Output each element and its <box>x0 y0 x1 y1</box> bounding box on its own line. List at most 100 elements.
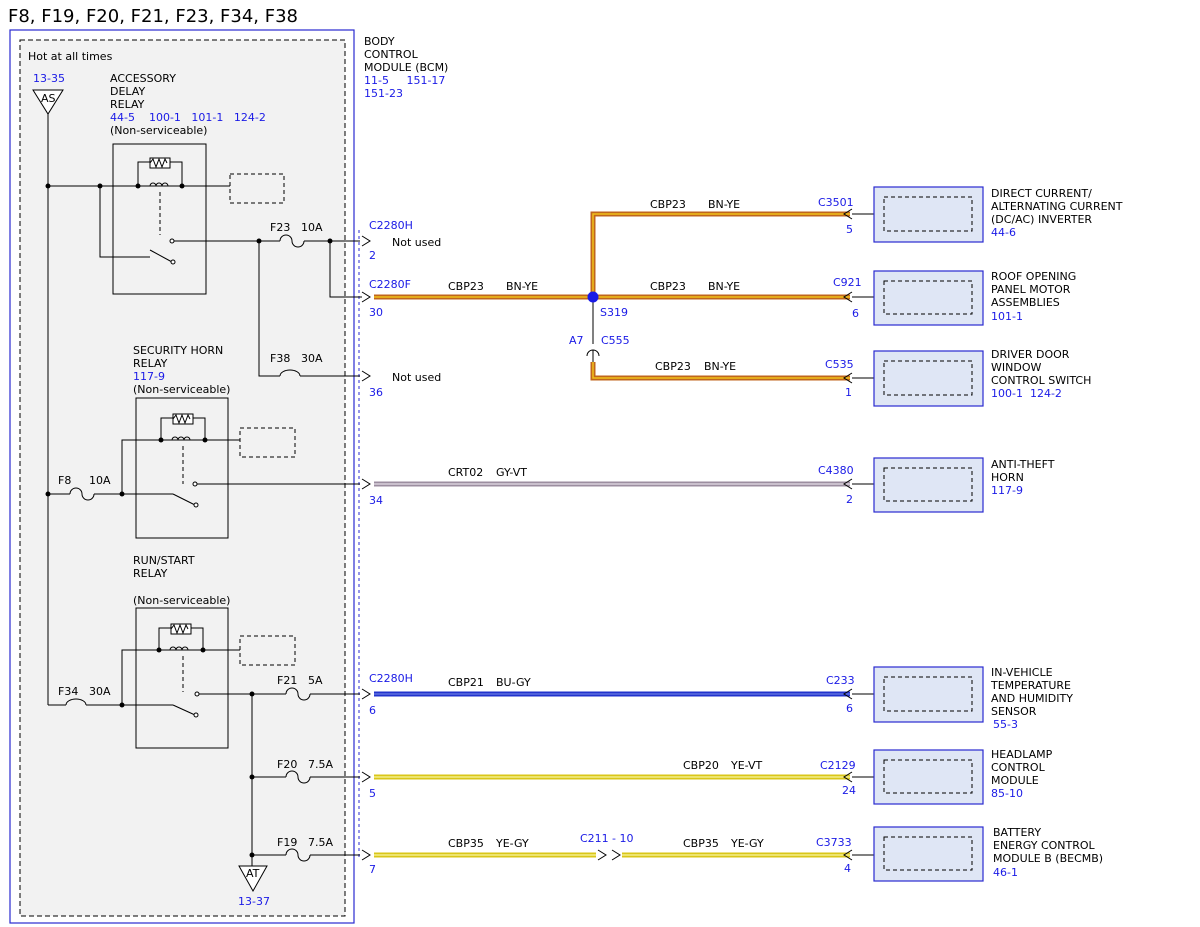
component-part <box>883 280 973 315</box>
run-relay-coil <box>169 646 189 651</box>
components-horn-name-0: ANTI-THEFT <box>991 458 1055 471</box>
f34-id: F34 <box>58 685 78 698</box>
w-driver-color: BN-YE <box>704 360 736 373</box>
sec-relay-switch-pivot <box>193 502 199 508</box>
components-head-pin: 24 <box>842 784 856 797</box>
component-part <box>873 350 984 407</box>
acc-relay-switch-pivot <box>170 259 176 265</box>
bcm-ref-2: 151-23 <box>364 87 403 100</box>
w-roof-color: BN-YE <box>708 280 740 293</box>
w-main-circuit: CBP23 <box>448 280 484 293</box>
w-bat1-color: YE-GY <box>495 837 529 850</box>
w-horn-color: GY-VT <box>496 466 527 479</box>
component-part <box>883 196 973 232</box>
component-part <box>873 749 984 805</box>
p6-pin: 6 <box>369 704 376 717</box>
run-relay-resistor-zigzag <box>170 623 189 635</box>
component-anti-theft-horn: C4380 2 ANTI-THEFT HORN 117-9 <box>818 457 1055 513</box>
w-driver-circuit: CBP23 <box>655 360 691 373</box>
component-part <box>843 849 853 861</box>
p36-label: Not used <box>392 371 441 384</box>
f38-amp: 30A <box>301 352 323 365</box>
bcm-name-1: BODY <box>364 35 395 48</box>
bcm-outer-box <box>9 29 355 924</box>
components-roof-ref: 101-1 <box>991 310 1023 323</box>
p30-arrow <box>361 291 371 303</box>
p30-pin: 30 <box>369 306 383 319</box>
run-relay-box <box>135 607 229 749</box>
wire-segment <box>592 362 850 379</box>
w-bat1-circuit: CBP35 <box>448 837 484 850</box>
component-part <box>873 457 984 513</box>
node <box>135 183 141 189</box>
components-driver-name-1: WINDOW <box>991 361 1041 374</box>
w-head-circuit: CBP20 <box>683 759 719 772</box>
w-main-color: BN-YE <box>506 280 538 293</box>
acc-relay-coil <box>149 182 169 187</box>
f23-to-p30 <box>329 241 362 298</box>
component-part <box>843 208 853 220</box>
components-roof-pin: 6 <box>852 307 859 320</box>
components-head-connector: C2129 <box>820 759 856 772</box>
components-head-name-0: HEADLAMP <box>991 748 1053 761</box>
components-roof-name-2: ASSEMBLIES <box>991 296 1060 309</box>
run-relay-switch-pivot <box>193 712 199 718</box>
components-driver-pin: 1 <box>845 386 852 399</box>
acc-relay-contact <box>169 238 175 244</box>
f20-fuse <box>285 770 311 784</box>
f20-amp: 7.5A <box>308 758 333 771</box>
components-temp-name-3: SENSOR <box>991 705 1037 718</box>
p5-arrow <box>361 771 371 783</box>
node <box>249 852 255 858</box>
node <box>156 647 162 653</box>
as-label: AS <box>41 92 56 105</box>
component-part <box>883 360 973 396</box>
at-bus-marker <box>238 865 268 893</box>
component-part <box>843 478 853 490</box>
sec-relay-name-1: SECURITY HORN <box>133 344 223 357</box>
f34-amp: 30A <box>89 685 111 698</box>
components-dcac-pin: 5 <box>846 223 853 236</box>
f23-id: F23 <box>270 221 290 234</box>
acc-relay-box <box>112 143 207 295</box>
run-relay-name-1: RUN/START <box>133 554 195 567</box>
component-part <box>843 291 853 303</box>
component-part <box>883 467 973 502</box>
c555-symbol <box>586 349 600 362</box>
component-part <box>843 771 853 783</box>
components-dcac-name-2: (DC/AC) INVERTER <box>991 213 1092 226</box>
c555-pin: A7 <box>569 334 584 347</box>
components-head-name-2: MODULE <box>991 774 1039 787</box>
components-bat-name-2: MODULE B (BECMB) <box>993 852 1103 865</box>
components-horn-pin: 2 <box>846 493 853 506</box>
s319-label: S319 <box>600 306 628 319</box>
acc-relay-name-2: DELAY <box>110 85 145 98</box>
f21-amp: 5A <box>308 674 323 687</box>
run-relay-name-2: RELAY <box>133 567 168 580</box>
w-head-color: YE-VT <box>730 759 763 772</box>
components-dcac-name-1: ALTERNATING CURRENT <box>991 200 1123 213</box>
components-temp-connector: C233 <box>826 674 855 687</box>
acc-relay-note: (Non-serviceable) <box>110 124 207 137</box>
components-bat-pin: 4 <box>844 862 851 875</box>
p6-connector: C2280H <box>369 672 413 685</box>
node <box>45 183 51 189</box>
bcm-ref-1: 11-5 151-17 <box>364 74 445 87</box>
sec-relay-contact <box>192 481 198 487</box>
wire-segment <box>592 213 850 297</box>
sec-relay-coil <box>171 436 191 441</box>
c555-label: C555 <box>601 334 630 347</box>
components-dcac-name-0: DIRECT CURRENT/ <box>991 187 1092 200</box>
components-head-ref: 85-10 <box>991 787 1023 800</box>
w-dcac-circuit: CBP23 <box>650 198 686 211</box>
sec-relay-switch-feed <box>121 439 161 494</box>
c211-pin: - 10 <box>612 832 633 845</box>
components-bat-connector: C3733 <box>816 836 852 849</box>
acc-relay-resistor-zigzag <box>149 157 168 169</box>
component-part <box>873 186 984 243</box>
component-battery-energy-module: C3733 4 BATTERY ENERGY CONTROL MODULE B … <box>816 826 1103 882</box>
f23-amp: 10A <box>301 221 323 234</box>
f23-fuse <box>279 234 305 248</box>
node <box>179 183 185 189</box>
